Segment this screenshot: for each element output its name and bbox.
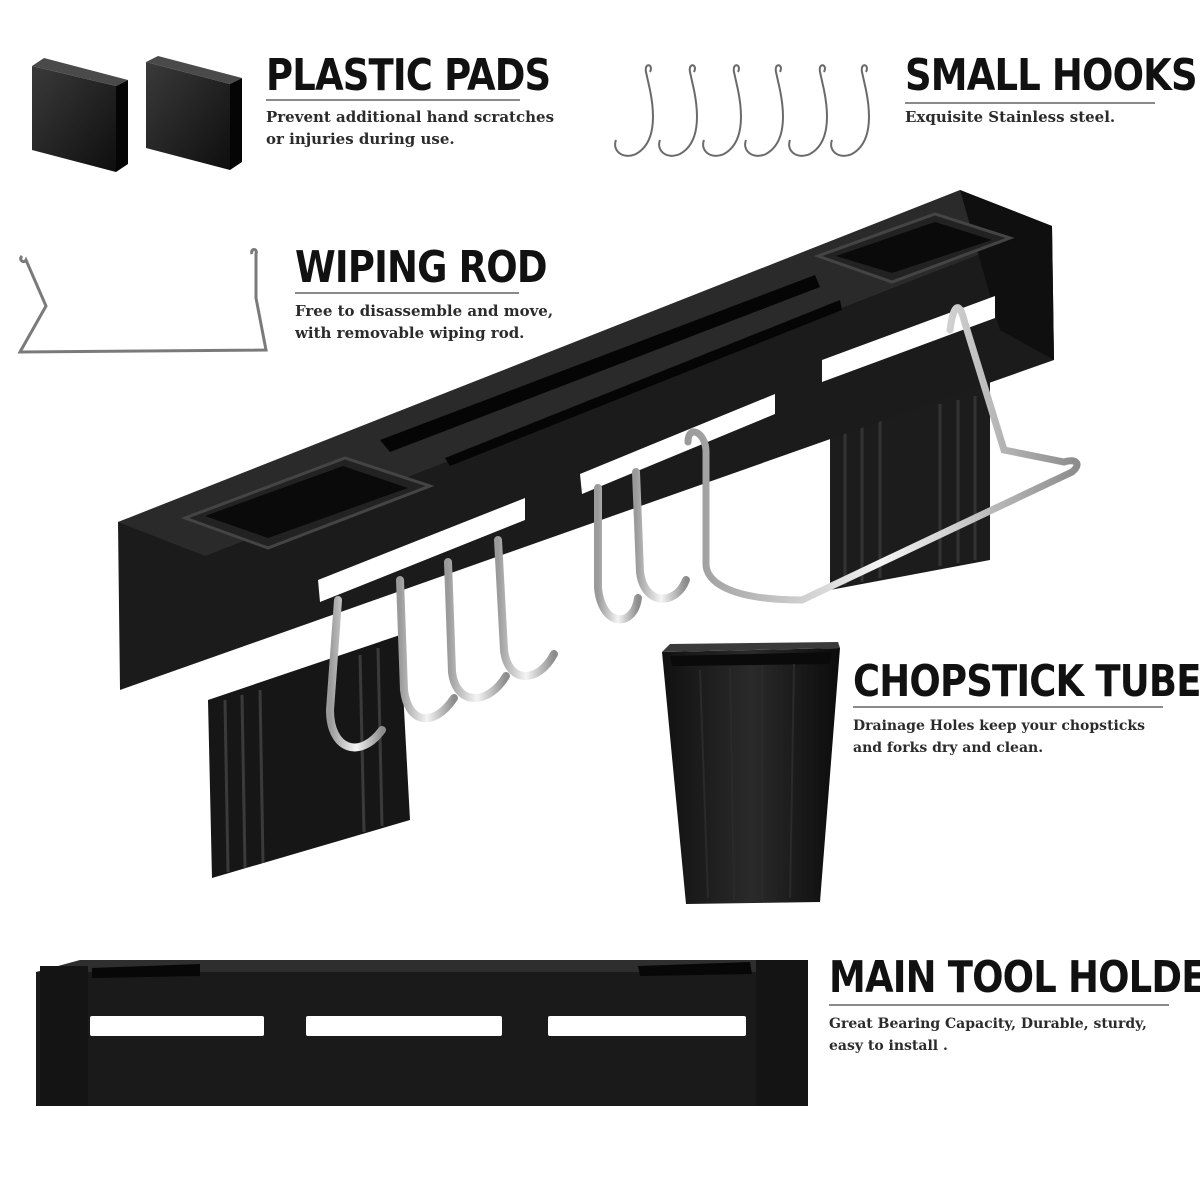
wiping-rod-description: Free to disassemble and move, with remov… — [295, 300, 553, 344]
rack-front-window-2 — [580, 394, 775, 494]
main-tool-holder-divider — [829, 1004, 1169, 1006]
main-tool-holder-line-2: easy to install . — [829, 1038, 948, 1054]
plastic-pads-divider — [266, 99, 520, 101]
wiping-rod-image — [17, 248, 268, 354]
plastic-pads-image — [32, 56, 242, 172]
rack-hook-6 — [632, 468, 690, 603]
small-hook-3 — [702, 64, 743, 157]
right-cup-body — [830, 382, 990, 590]
assembled-rack-image — [118, 190, 1081, 878]
wiping-rod-title: WIPING ROD — [295, 242, 547, 293]
plastic-pad-right — [146, 56, 242, 170]
chopstick-tube-line-2: and forks dry and clean. — [853, 740, 1044, 756]
wiping-rod-divider — [295, 292, 519, 294]
small-hook-2 — [658, 64, 699, 157]
main-tool-holder-line-1: Great Bearing Capacity, Durable, sturdy, — [829, 1016, 1147, 1032]
holder-window-2 — [306, 1016, 502, 1036]
small-hook-5 — [788, 64, 829, 157]
holder-window-3 — [548, 1016, 746, 1036]
small-hooks-image — [614, 64, 871, 157]
rack-hook-3 — [444, 558, 510, 702]
plastic-pads-title: PLASTIC PADS — [266, 50, 551, 101]
rack-hook-1 — [325, 596, 386, 752]
main-tool-holder-title: MAIN TOOL HOLDER — [829, 952, 1200, 1003]
rack-hook-2 — [396, 576, 458, 722]
chopstick-tube-image — [662, 642, 840, 904]
rack-hook-5 — [594, 484, 642, 624]
rack-top-slot-2 — [445, 300, 842, 466]
wiping-rod-line-1: Free to disassemble and move, — [295, 302, 554, 320]
plastic-pads-line-1: Prevent additional hand scratches — [266, 108, 555, 126]
small-hooks-divider — [905, 102, 1155, 104]
rack-top-slot-1 — [380, 275, 820, 452]
chopstick-tube-title: CHOPSTICK TUBE — [853, 656, 1200, 707]
small-hook-1 — [614, 64, 655, 157]
small-hook-6 — [830, 64, 871, 157]
plastic-pad-left — [32, 58, 128, 172]
main-tool-holder-image — [36, 960, 808, 1106]
rack-front-window-1 — [318, 498, 525, 602]
chopstick-tube-description: Drainage Holes keep your chopsticks and … — [853, 715, 1145, 759]
small-hooks-description: Exquisite Stainless steel. — [905, 106, 1115, 128]
small-hook-4 — [744, 64, 785, 157]
wiping-rod-line-2: with removable wiping rod. — [295, 324, 525, 342]
small-hooks-title: SMALL HOOKS — [905, 50, 1198, 101]
holder-window-1 — [90, 1016, 264, 1036]
chopstick-tube-line-1: Drainage Holes keep your chopsticks — [853, 718, 1145, 734]
small-hooks-line-1: Exquisite Stainless steel. — [905, 108, 1116, 126]
rack-hook-4 — [494, 536, 558, 680]
chopstick-tube-divider — [853, 706, 1163, 708]
rack-towel-rod — [684, 304, 1081, 604]
plastic-pads-description: Prevent additional hand scratches or inj… — [266, 106, 554, 150]
plastic-pads-line-2: or injuries during use. — [266, 130, 455, 148]
main-tool-holder-description: Great Bearing Capacity, Durable, sturdy,… — [829, 1013, 1147, 1057]
